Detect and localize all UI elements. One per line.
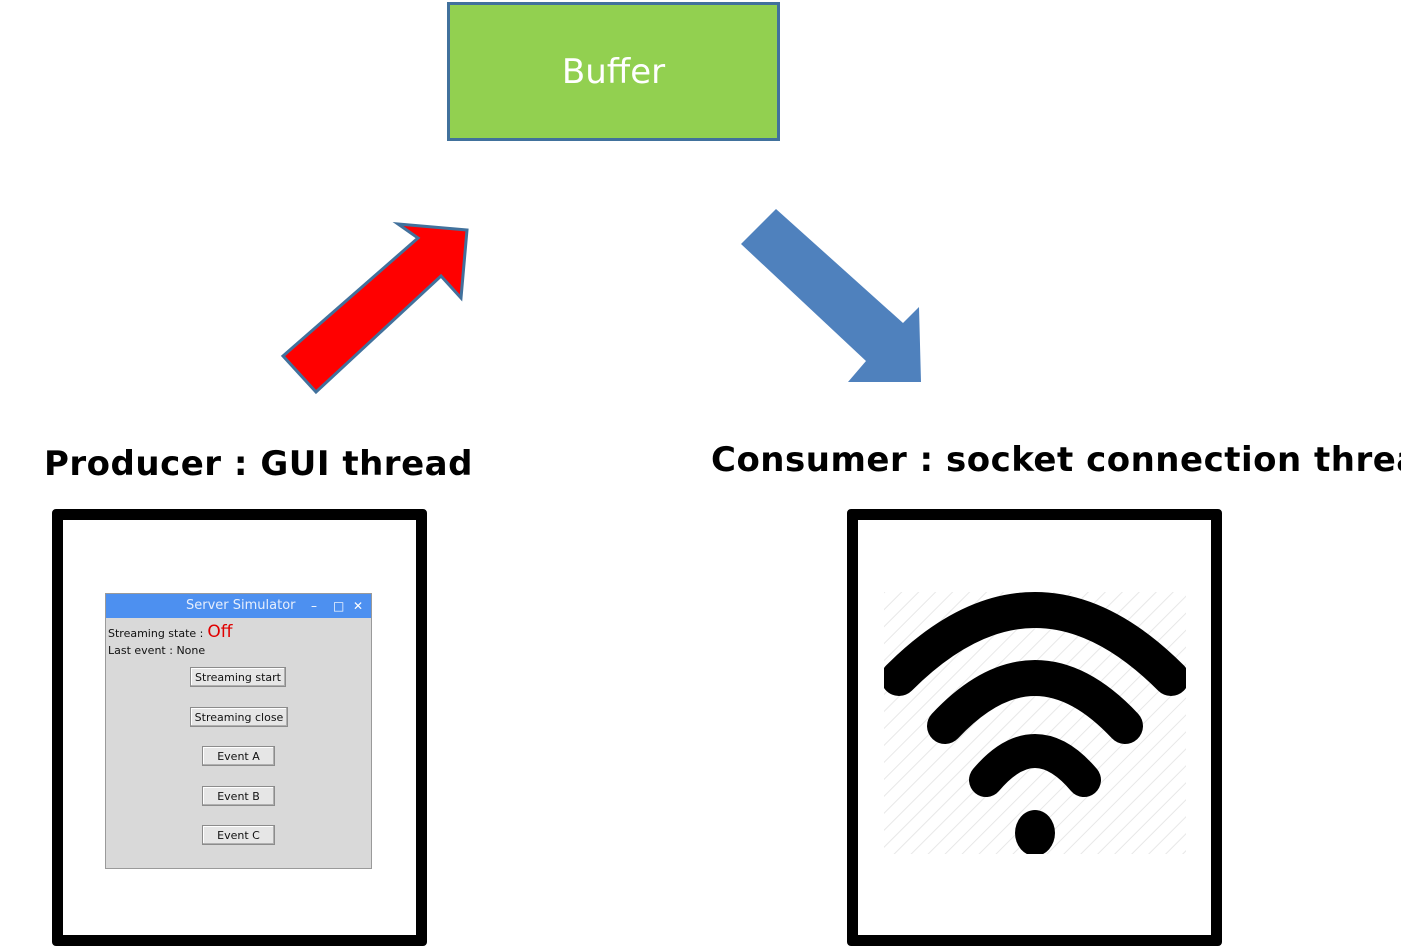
close-icon[interactable]: ✕ — [353, 599, 364, 613]
consumer-frame — [847, 509, 1222, 946]
streaming-state-value: Off — [207, 622, 233, 642]
wifi-middle-arc — [927, 660, 1143, 744]
last-event-value: None — [176, 644, 206, 657]
last-event-label: Last event : — [108, 644, 173, 657]
server-simulator-window: Server Simulator – □ ✕ Streaming state :… — [105, 593, 372, 869]
last-event-row: Last event : None — [108, 644, 205, 657]
wifi-inner-arc — [969, 734, 1101, 797]
consumer-heading: Consumer : socket connection thread — [711, 440, 1401, 480]
event-c-button[interactable]: Event C — [202, 825, 275, 845]
consumer-arrow — [741, 209, 921, 382]
event-b-button[interactable]: Event B — [202, 786, 275, 806]
wifi-icon-wrapper — [881, 592, 1189, 858]
wifi-dot — [1015, 810, 1055, 856]
event-a-button[interactable]: Event A — [202, 746, 275, 766]
wifi-icon — [881, 592, 1189, 856]
window-title: Server Simulator — [186, 598, 296, 613]
minimize-icon[interactable]: – — [311, 599, 317, 613]
buffer-label: Buffer — [561, 51, 666, 92]
streaming-close-button[interactable]: Streaming close — [190, 707, 288, 727]
producer-arrow — [280, 222, 469, 395]
streaming-state-row: Streaming state :Off — [108, 622, 232, 642]
producer-frame: Server Simulator – □ ✕ Streaming state :… — [52, 509, 427, 946]
buffer-box: Buffer — [447, 2, 780, 141]
streaming-state-label: Streaming state : — [108, 627, 204, 640]
wifi-outer-arc — [881, 592, 1189, 696]
streaming-start-button[interactable]: Streaming start — [190, 667, 286, 687]
window-titlebar[interactable]: Server Simulator – □ ✕ — [106, 594, 371, 618]
producer-heading: Producer : GUI thread — [44, 444, 473, 484]
maximize-icon[interactable]: □ — [333, 599, 345, 613]
